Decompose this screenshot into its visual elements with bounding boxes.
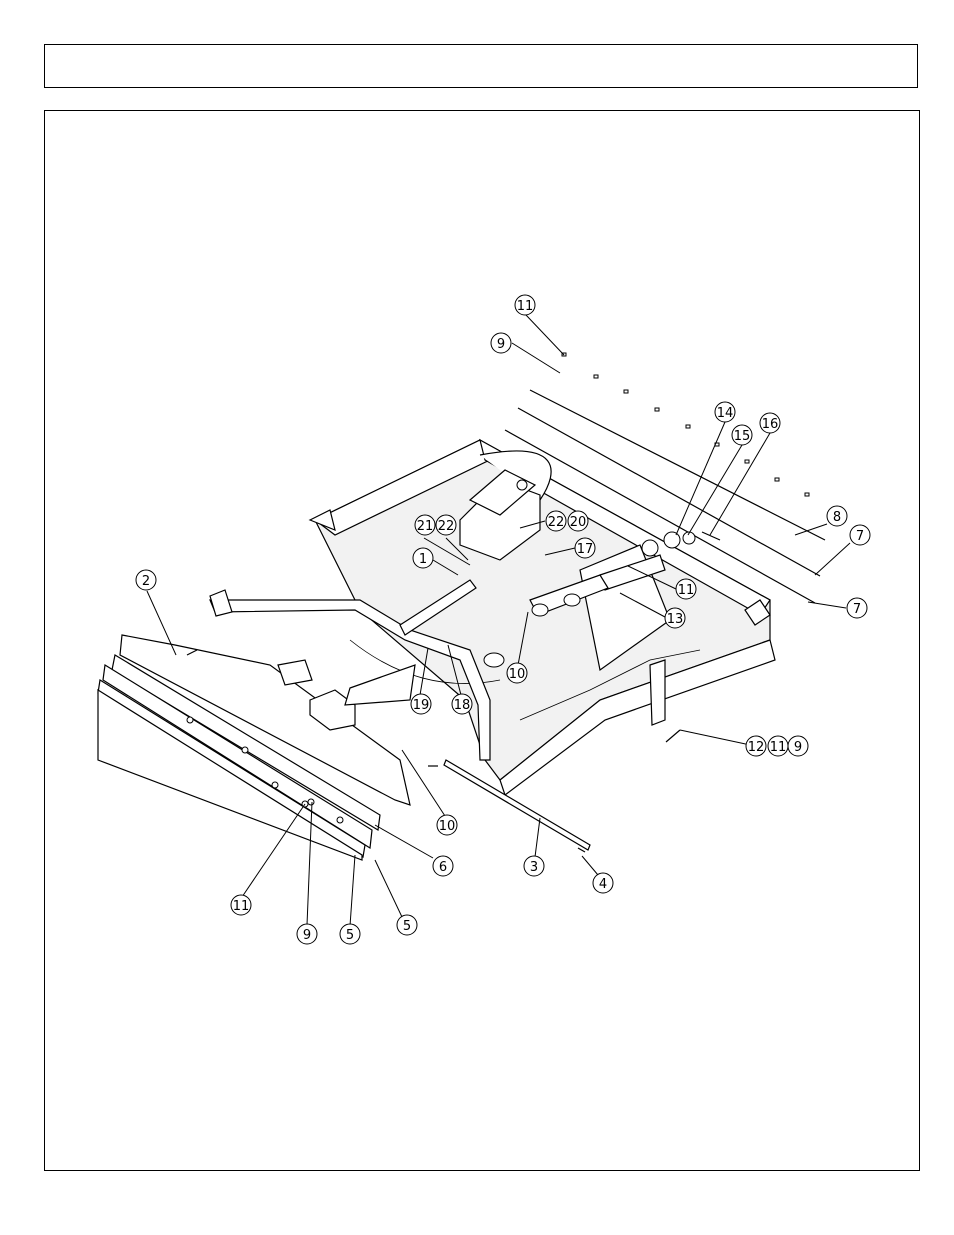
callout: 15 xyxy=(731,424,753,446)
callout: 12 xyxy=(745,735,767,757)
callout-label: 13 xyxy=(667,612,684,627)
callout: 5 xyxy=(339,923,361,945)
callout-label: 4 xyxy=(599,877,607,892)
callout-label: 9 xyxy=(794,740,802,755)
gearbox xyxy=(459,469,541,561)
callout: 21 xyxy=(414,514,436,536)
callout-label: 11 xyxy=(517,299,534,314)
callout-label: 20 xyxy=(570,515,587,530)
callout: 10 xyxy=(436,814,458,836)
callout: 1 xyxy=(412,547,434,569)
header-frame xyxy=(44,44,918,88)
callout-label: 3 xyxy=(530,860,538,875)
callout: 2 xyxy=(135,569,157,591)
callout: 11 xyxy=(675,578,697,600)
callout: 9 xyxy=(787,735,809,757)
callout-label: 5 xyxy=(346,928,354,943)
callout-label: 21 xyxy=(417,519,434,534)
callout-label: 19 xyxy=(413,698,430,713)
callout: 16 xyxy=(759,412,781,434)
callout: 3 xyxy=(523,855,545,877)
callout-label: 11 xyxy=(770,740,787,755)
callout-label: 14 xyxy=(717,406,734,421)
callout-label: 22 xyxy=(438,519,455,534)
drive-tube xyxy=(209,509,491,761)
callout: 17 xyxy=(574,537,596,559)
callout-label: 9 xyxy=(497,337,505,352)
callout: 4 xyxy=(592,872,614,894)
callout-label: 9 xyxy=(303,928,311,943)
callout: 9 xyxy=(296,923,318,945)
callout-label: 22 xyxy=(548,515,565,530)
callout-label: 11 xyxy=(233,899,250,914)
callout: 7 xyxy=(846,597,868,619)
callout: 11 xyxy=(514,294,536,316)
callout-label: 17 xyxy=(577,542,594,557)
callout-label: 18 xyxy=(454,698,471,713)
callout-label: 12 xyxy=(748,740,765,755)
callout-label: 10 xyxy=(509,667,526,682)
hardware-dots xyxy=(561,352,810,549)
hitch-bracket xyxy=(529,539,771,726)
callout: 11 xyxy=(230,894,252,916)
callout-label: 10 xyxy=(439,819,456,834)
callout: 8 xyxy=(826,505,848,527)
callout-label: 8 xyxy=(833,510,841,525)
drawing-frame xyxy=(44,110,920,1171)
rear-rods xyxy=(504,389,826,604)
callout: 22 xyxy=(435,514,457,536)
callout-label: 16 xyxy=(762,417,779,432)
callout: 10 xyxy=(506,662,528,684)
callout: 18 xyxy=(451,693,473,715)
callout-label: 6 xyxy=(439,860,447,875)
callout: 14 xyxy=(714,401,736,423)
callout-label: 7 xyxy=(853,602,861,617)
callout: 5 xyxy=(396,914,418,936)
callout: 19 xyxy=(410,693,432,715)
callout: 22 xyxy=(545,510,567,532)
callout: 20 xyxy=(567,510,589,532)
callout-label: 11 xyxy=(678,583,695,598)
front-shield-assembly xyxy=(97,634,411,861)
callout-label: 7 xyxy=(856,529,864,544)
callout-label: 1 xyxy=(419,552,427,567)
callout-label: 2 xyxy=(142,574,150,589)
callout: 11 xyxy=(767,735,789,757)
shaft-3 xyxy=(186,649,681,853)
callout: 6 xyxy=(432,855,454,877)
callout: 9 xyxy=(490,332,512,354)
callout-label: 15 xyxy=(734,429,751,444)
callout-label: 5 xyxy=(403,919,411,934)
callout: 13 xyxy=(664,607,686,629)
callout: 7 xyxy=(849,524,871,546)
leader-lines xyxy=(146,314,851,927)
